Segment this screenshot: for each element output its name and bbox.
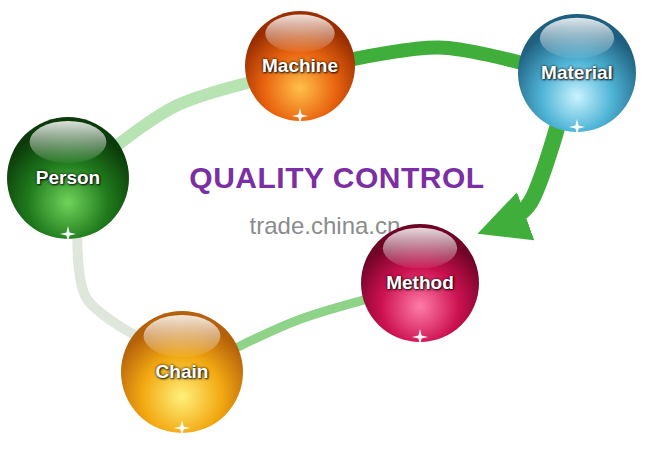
node-label: Person — [36, 167, 100, 189]
node-label: Chain — [156, 361, 209, 383]
watermark-text: trade.china.cn — [246, 212, 405, 240]
flow-connector — [356, 47, 518, 62]
flow-connector — [497, 129, 557, 226]
node-label: Machine — [262, 55, 338, 77]
node-label: Material — [541, 62, 613, 84]
flow-connector — [77, 239, 133, 334]
sphere-node: Machine — [244, 10, 356, 122]
sphere-node: Material — [517, 13, 637, 133]
node-label: Method — [386, 272, 454, 294]
sphere-node: Method — [360, 223, 480, 343]
sphere-node: Person — [6, 116, 130, 240]
flow-connector — [239, 300, 363, 346]
sphere-node: Chain — [120, 310, 244, 434]
flow-connector — [120, 83, 247, 143]
diagram-title: QUALITY CONTROL — [189, 161, 484, 195]
